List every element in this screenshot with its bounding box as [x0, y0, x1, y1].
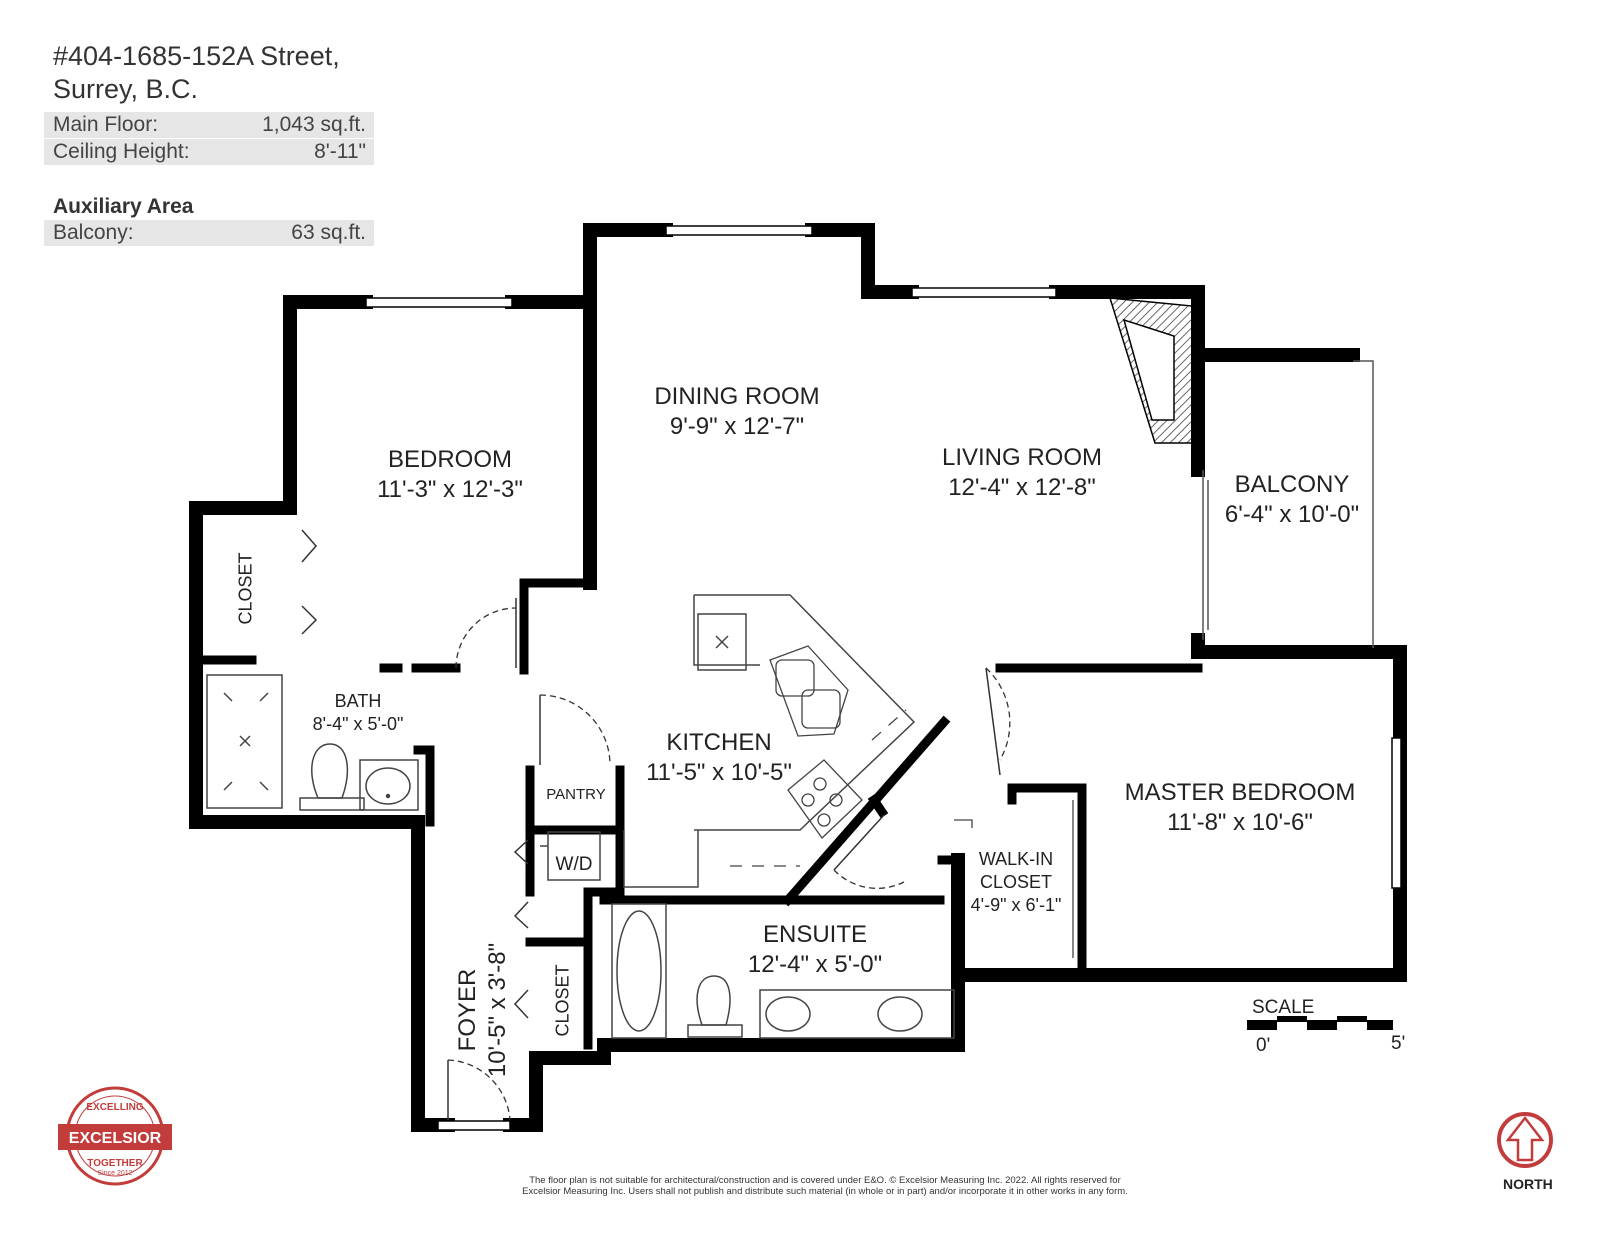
- room-name: BATH: [334, 691, 382, 711]
- stove: [787, 759, 863, 839]
- room-name: FOYER: [454, 968, 481, 1052]
- room-balcony: BALCONY 6'-4" x 10'-0": [1225, 470, 1359, 530]
- scale-max: 5': [1391, 1033, 1406, 1054]
- excelsior-logo: [58, 1086, 172, 1186]
- stat-value: 8'-11": [314, 140, 366, 163]
- stat-label: Balcony:: [53, 221, 134, 244]
- stat-ceiling-height: Ceiling Height: 8'-11": [44, 139, 374, 165]
- room-dims: 11'-5" x 10'-5": [646, 759, 792, 786]
- address-line-1: #404-1685-152A Street,: [53, 41, 340, 71]
- room-dims: 12'-4" x 12'-8": [948, 474, 1096, 501]
- door-swings: [447, 607, 1011, 1121]
- room-kitchen: KITCHEN 11'-5" x 10'-5": [646, 728, 792, 788]
- scale-bar: [1247, 1016, 1393, 1030]
- balcony-railing: [1202, 360, 1374, 648]
- stat-balcony: Balcony: 63 sq.ft.: [44, 220, 374, 246]
- room-living: LIVING ROOM 12'-4" x 12'-8": [942, 443, 1102, 503]
- room-dims: 9'-9" x 12'-7": [669, 413, 805, 440]
- exterior-walls: [189, 223, 1407, 1132]
- logo-main-text: EXCELSIOR: [68, 1130, 162, 1147]
- disclaimer: The floor plan is not suitable for archi…: [440, 1175, 1210, 1197]
- ensuite-fixtures: [611, 903, 955, 1039]
- logo-bottom-text: TOGETHER: [87, 1158, 143, 1169]
- room-master-bedroom: MASTER BEDROOM 11'-8" x 10'-6": [1125, 778, 1356, 838]
- room-closet-bedroom: CLOSET: [235, 552, 256, 625]
- room-foyer: FOYER 10'-5" x 3'-8": [453, 930, 513, 1090]
- room-name: KITCHEN: [666, 729, 772, 756]
- room-dims: 11'-3" x 12'-3": [377, 476, 523, 503]
- room-dims: 12'-4" x 5'-0": [747, 951, 883, 978]
- room-name: MASTER BEDROOM: [1124, 779, 1356, 806]
- stat-label: Main Floor:: [53, 113, 159, 136]
- auxiliary-area-title: Auxiliary Area: [53, 195, 194, 218]
- room-wd: W/D: [555, 854, 593, 875]
- room-dims: 4'-9" x 6'-1": [970, 895, 1062, 915]
- stat-value: 63 sq.ft.: [291, 221, 366, 244]
- room-dims: 6'-4" x 10'-0": [1224, 501, 1360, 528]
- scale-min: 0': [1256, 1035, 1271, 1056]
- kitchen-dashes: [730, 709, 907, 867]
- room-ensuite: ENSUITE 12'-4" x 5'-0": [748, 920, 882, 980]
- closet-rod: [954, 800, 1074, 958]
- stat-label: Ceiling Height:: [53, 140, 190, 163]
- room-dining: DINING ROOM 9'-9" x 12'-7": [654, 382, 819, 442]
- room-dims: 11'-8" x 10'-6": [1167, 809, 1313, 836]
- room-dims: 10'-5" x 3'-8": [484, 942, 511, 1078]
- room-closet-foyer: CLOSET: [552, 964, 573, 1037]
- door-leaves: [447, 598, 1001, 1120]
- kitchen-counter: [623, 594, 916, 888]
- stat-main-floor: Main Floor: 1,043 sq.ft.: [44, 112, 374, 138]
- scale-title: SCALE: [1252, 997, 1315, 1018]
- room-name: DINING ROOM: [654, 383, 820, 410]
- address-line-2: Surrey, B.C.: [53, 74, 199, 104]
- bifold-doors: [301, 529, 529, 1019]
- room-name: ENSUITE: [762, 921, 868, 948]
- kitchen-sink: [769, 645, 849, 737]
- disclaimer-line: Excelsior Measuring Inc. Users shall not…: [522, 1186, 1128, 1197]
- room-name: BEDROOM: [387, 446, 513, 473]
- bath-fixtures: [206, 674, 419, 811]
- logo-since-text: Since 2012: [97, 1170, 133, 1177]
- room-name: LIVING ROOM: [941, 444, 1103, 471]
- room-pantry: PANTRY: [546, 786, 606, 803]
- room-name: CLOSET: [979, 872, 1053, 892]
- room-name: WALK-IN: [978, 849, 1054, 869]
- washer-dryer: [540, 831, 601, 881]
- fireplace: [1108, 297, 1193, 444]
- room-dims: 8'-4" x 5'-0": [312, 714, 404, 734]
- room-name: BALCONY: [1234, 471, 1350, 498]
- north-arrow-icon: [1497, 1112, 1553, 1168]
- room-bedroom: BEDROOM 11'-3" x 12'-3": [377, 445, 523, 505]
- stat-value: 1,043 sq.ft.: [262, 113, 366, 136]
- logo-top-text: EXCELLING: [86, 1102, 144, 1113]
- room-bath: BATH 8'-4" x 5'-0": [313, 690, 404, 736]
- disclaimer-line: The floor plan is not suitable for archi…: [529, 1175, 1121, 1186]
- interior-walls: [191, 578, 1203, 1050]
- room-walk-in-closet: WALK-IN CLOSET 4'-9" x 6'-1": [971, 848, 1062, 917]
- north-label: NORTH: [1503, 1176, 1553, 1192]
- windows: [365, 225, 1402, 1131]
